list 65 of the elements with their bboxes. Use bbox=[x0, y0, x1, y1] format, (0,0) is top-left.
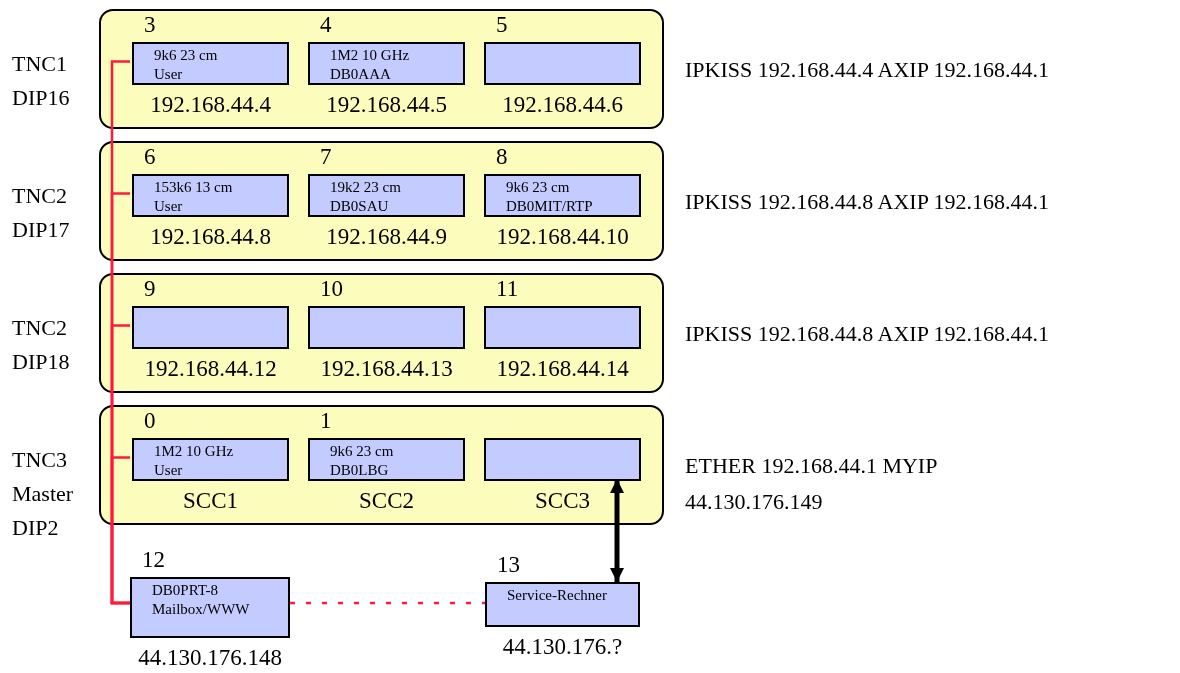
interface-box bbox=[132, 438, 289, 481]
box-number: 9 bbox=[144, 276, 156, 302]
config-note: IPKISS 192.168.44.8 AXIP 192.168.44.1 bbox=[685, 320, 1051, 348]
address-label: SCC1 bbox=[182, 488, 239, 514]
device-label: TNC2 DIP18 bbox=[12, 314, 71, 376]
address-label: 192.168.44.5 bbox=[325, 92, 448, 118]
address-label: 192.168.44.13 bbox=[319, 356, 454, 382]
box-label: 153k6 13 cm User bbox=[154, 178, 234, 216]
device-label: TNC3 Master DIP2 bbox=[12, 446, 75, 542]
box-label: 9k6 23 cm DB0LBG bbox=[330, 442, 395, 480]
address-label: 192.168.44.6 bbox=[501, 92, 624, 118]
interface-box bbox=[485, 582, 640, 627]
box-number: 13 bbox=[497, 552, 520, 578]
address-label: SCC2 bbox=[358, 488, 415, 514]
address-label: 192.168.44.9 bbox=[325, 224, 448, 250]
interface-box bbox=[308, 306, 465, 349]
box-label: 9k6 23 cm User bbox=[154, 46, 219, 84]
address-label: SCC3 bbox=[534, 488, 591, 514]
interface-box bbox=[130, 577, 290, 638]
device-label: TNC1 DIP16 bbox=[12, 50, 71, 112]
address-label: 44.130.176.? bbox=[501, 634, 624, 660]
interface-box bbox=[484, 42, 641, 85]
interface-box bbox=[484, 306, 641, 349]
address-label: 192.168.44.10 bbox=[495, 224, 630, 250]
box-number: 12 bbox=[142, 547, 165, 573]
box-number: 10 bbox=[320, 276, 343, 302]
address-label: 192.168.44.4 bbox=[149, 92, 272, 118]
interface-box bbox=[484, 174, 641, 217]
box-label: 1M2 10 GHz DB0AAA bbox=[330, 46, 411, 84]
config-note: IPKISS 192.168.44.4 AXIP 192.168.44.1 bbox=[685, 56, 1051, 84]
box-number: 11 bbox=[496, 276, 519, 302]
box-number: 3 bbox=[144, 12, 156, 38]
box-label: DB0PRT-8 Mailbox/WWW bbox=[152, 581, 248, 619]
interface-box bbox=[484, 438, 641, 481]
box-number: 0 bbox=[144, 408, 156, 434]
address-label: 192.168.44.12 bbox=[143, 356, 278, 382]
device-label: TNC2 DIP17 bbox=[12, 182, 71, 244]
config-note: ETHER 192.168.44.1 MYIP 44.130.176.149 bbox=[685, 452, 938, 516]
box-number: 7 bbox=[320, 144, 332, 170]
address-label: 44.130.176.148 bbox=[137, 645, 283, 671]
group-panel bbox=[99, 9, 664, 129]
interface-box bbox=[132, 42, 289, 85]
config-note: IPKISS 192.168.44.8 AXIP 192.168.44.1 bbox=[685, 188, 1051, 216]
address-label: 192.168.44.14 bbox=[495, 356, 630, 382]
double-arrow bbox=[610, 479, 624, 582]
box-label: 1M2 10 GHz User bbox=[154, 442, 235, 480]
box-label: 19k2 23 cm DB0SAU bbox=[330, 178, 402, 216]
box-number: 5 bbox=[496, 12, 508, 38]
box-label: 9k6 23 cm DB0MIT/RTP bbox=[506, 178, 594, 216]
box-number: 6 bbox=[144, 144, 156, 170]
interface-box bbox=[308, 438, 465, 481]
interface-box bbox=[132, 174, 289, 217]
interface-box bbox=[132, 306, 289, 349]
interface-box bbox=[308, 174, 465, 217]
box-number: 4 bbox=[320, 12, 332, 38]
box-number: 8 bbox=[496, 144, 508, 170]
dotted-connector bbox=[290, 601, 485, 605]
address-label: 192.168.44.8 bbox=[149, 224, 272, 250]
group-panel bbox=[99, 273, 664, 393]
group-panel bbox=[99, 141, 664, 261]
connector-line bbox=[110, 456, 130, 605]
interface-box bbox=[308, 42, 465, 85]
box-label: Service-Rechner bbox=[507, 586, 608, 605]
box-number: 1 bbox=[320, 408, 332, 434]
group-panel bbox=[99, 405, 664, 525]
